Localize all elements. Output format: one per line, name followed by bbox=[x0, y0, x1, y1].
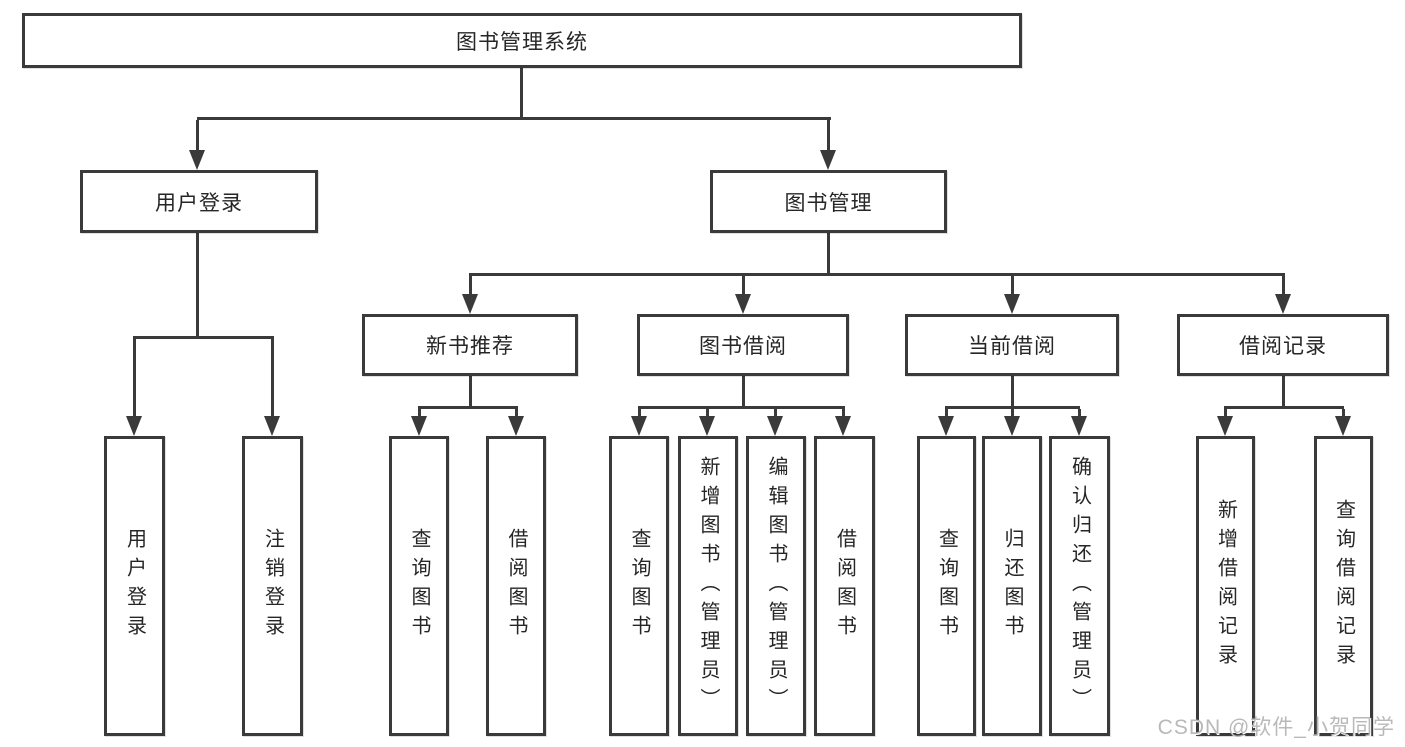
leaf-records-add-record: 新增借阅记录 bbox=[1196, 436, 1255, 736]
node-book-borrow: 图书借阅 bbox=[637, 314, 849, 376]
leaf-user-login: 用户登录 bbox=[104, 436, 165, 736]
connector-line bbox=[520, 68, 523, 118]
connector-line bbox=[418, 409, 421, 417]
node-new-book-recommend: 新书推荐 bbox=[362, 314, 578, 376]
connector-arrow bbox=[1004, 416, 1020, 436]
connector-arrow bbox=[1275, 294, 1291, 314]
connector-arrow bbox=[767, 416, 783, 436]
connector-line bbox=[1011, 276, 1014, 296]
leaf-records-query-record: 查询借阅记录 bbox=[1314, 436, 1373, 736]
connector-line bbox=[1282, 376, 1285, 409]
leaf-borrow-query-books: 查询图书 bbox=[609, 436, 669, 736]
connector-arrow bbox=[835, 416, 851, 436]
connector-arrow bbox=[264, 416, 280, 436]
connector-arrow bbox=[1004, 294, 1020, 314]
connector-arrow bbox=[508, 416, 524, 436]
connector-line bbox=[1282, 276, 1285, 296]
connector-line bbox=[515, 409, 518, 417]
connector-line bbox=[1224, 406, 1344, 409]
connector-line bbox=[742, 376, 745, 409]
connector-line bbox=[469, 273, 1285, 276]
connector-line bbox=[469, 376, 472, 409]
connector-line bbox=[1224, 409, 1227, 417]
connector-line bbox=[706, 409, 709, 417]
connector-line bbox=[1011, 376, 1014, 409]
connector-line bbox=[638, 409, 641, 417]
connector-arrow bbox=[938, 416, 954, 436]
connector-line bbox=[1342, 409, 1345, 417]
connector-line bbox=[469, 276, 472, 296]
connector-arrow bbox=[1071, 416, 1087, 436]
leaf-current-return-books: 归还图书 bbox=[982, 436, 1042, 736]
connector-line bbox=[945, 409, 948, 417]
connector-line bbox=[742, 276, 745, 296]
connector-line bbox=[1078, 409, 1081, 417]
connector-arrow bbox=[411, 416, 427, 436]
connector-arrow bbox=[631, 416, 647, 436]
connector-line bbox=[197, 117, 831, 120]
connector-line bbox=[133, 339, 136, 417]
connector-line bbox=[774, 409, 777, 417]
connector-line bbox=[196, 120, 199, 153]
connector-line bbox=[133, 336, 274, 339]
node-current-borrow: 当前借阅 bbox=[905, 314, 1119, 376]
node-root-library-system: 图书管理系统 bbox=[22, 13, 1022, 68]
connector-line bbox=[418, 406, 518, 409]
connector-line bbox=[196, 233, 199, 337]
connector-line bbox=[827, 120, 830, 153]
leaf-current-confirm-return-admin: 确认归还（管理员） bbox=[1049, 436, 1110, 736]
csdn-watermark: CSDN @软件_小贺同学 bbox=[1157, 716, 1395, 739]
connector-arrow bbox=[735, 294, 751, 314]
leaf-current-query-books: 查询图书 bbox=[917, 436, 976, 736]
connector-line bbox=[842, 409, 845, 417]
leaf-newbook-borrow-books: 借阅图书 bbox=[486, 436, 546, 736]
connector-arrow bbox=[462, 294, 478, 314]
connector-line bbox=[1011, 409, 1014, 417]
connector-arrow bbox=[699, 416, 715, 436]
connector-arrow bbox=[189, 150, 205, 170]
node-book-management: 图书管理 bbox=[710, 170, 947, 233]
leaf-borrow-borrow-books: 借阅图书 bbox=[814, 436, 875, 736]
connector-line bbox=[638, 406, 845, 409]
node-borrow-records: 借阅记录 bbox=[1177, 314, 1389, 376]
leaf-logout: 注销登录 bbox=[242, 436, 303, 736]
connector-line bbox=[271, 339, 274, 417]
leaf-borrow-edit-books-admin: 编辑图书（管理员） bbox=[746, 436, 806, 736]
connector-arrow bbox=[1335, 416, 1351, 436]
connector-arrow bbox=[126, 416, 142, 436]
leaf-borrow-add-books-admin: 新增图书（管理员） bbox=[678, 436, 738, 736]
connector-line bbox=[827, 233, 830, 276]
connector-line bbox=[945, 406, 1080, 409]
connector-arrow bbox=[820, 150, 836, 170]
node-user-login: 用户登录 bbox=[80, 170, 318, 233]
connector-arrow bbox=[1217, 416, 1233, 436]
leaf-newbook-query-books: 查询图书 bbox=[389, 436, 449, 736]
